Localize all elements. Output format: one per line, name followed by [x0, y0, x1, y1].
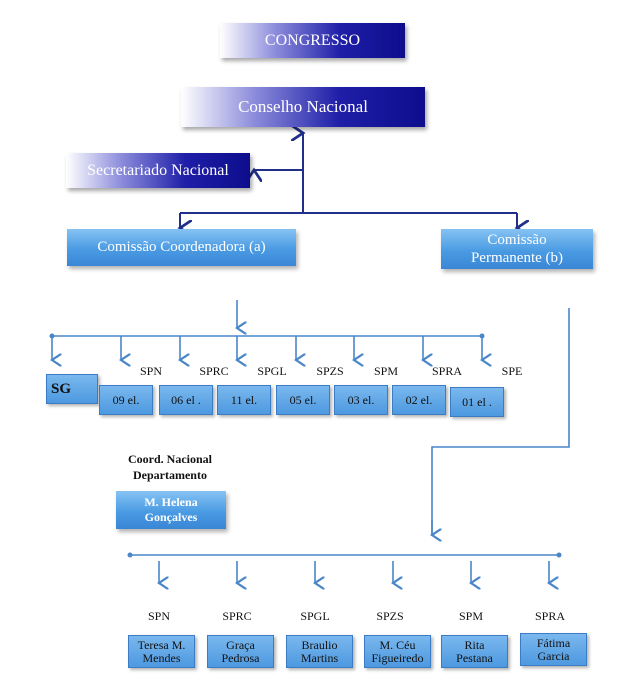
- upper-label-spm: SPM: [373, 364, 399, 378]
- coord-name-line2: Gonçalves: [144, 510, 198, 524]
- sg-label: SG: [51, 380, 72, 397]
- lower-box-spzs: M. Céu Figueiredo: [364, 635, 431, 668]
- comissao-permanente-label-line2: Permanente (b): [470, 250, 564, 266]
- congresso-label: CONGRESSO: [264, 31, 361, 49]
- lower-box-spra-line2: Garcia: [537, 648, 570, 663]
- congresso-box: CONGRESSO: [220, 23, 405, 58]
- lower-label-spn: SPN: [147, 609, 170, 623]
- comissao-coordenadora-label: Comissão Coordenadora (a): [97, 239, 266, 255]
- lower-box-sprc-line1: Graça: [226, 637, 255, 652]
- lower-box-spm: Rita Pestana: [441, 635, 508, 668]
- upper-label-sprc: SPRC: [199, 364, 229, 378]
- lower-box-spgl: Braulio Martins: [286, 635, 353, 668]
- upper-box-spe: 01 el .: [450, 387, 504, 417]
- lower-box-spgl-line1: Braulio: [301, 637, 338, 652]
- lower-box-spn-line2: Mendes: [142, 650, 181, 665]
- lower-box-spzs-line1: M. Céu: [379, 637, 416, 652]
- lower-box-spzs-line2: Figueiredo: [371, 650, 424, 665]
- coord-title-line1: Coord. Nacional: [128, 452, 212, 466]
- upper-box-spe-text: 01 el .: [462, 394, 492, 409]
- comissao-coordenadora-box: Comissão Coordenadora (a): [67, 229, 296, 266]
- conselho-nacional-box: Conselho Nacional: [181, 87, 425, 127]
- lower-box-spra-line1: Fátima: [536, 635, 571, 650]
- lower-box-sprc: Graça Pedrosa: [207, 635, 274, 668]
- secretariado-nacional-box: Secretariado Nacional: [66, 153, 250, 188]
- upper-label-spzs: SPZS: [316, 364, 344, 378]
- lower-label-spra: SPRA: [534, 609, 566, 623]
- upper-box-spra-text: 02 el.: [405, 392, 433, 407]
- upper-label-spra: SPRA: [431, 364, 463, 378]
- upper-label-spe: SPE: [501, 364, 523, 378]
- conselho-nacional-label: Conselho Nacional: [238, 97, 368, 116]
- coord-title: Coord. Nacional Departamento: [110, 451, 230, 483]
- comissao-permanente-box: Comissão Permanente (b): [441, 229, 593, 269]
- upper-box-spgl-text: 11 el.: [230, 392, 258, 407]
- coord-title-line2: Departamento: [133, 468, 207, 482]
- upper-label-spn: SPN: [139, 364, 162, 378]
- upper-box-spm: 03 el.: [334, 385, 388, 415]
- comissao-permanente-label-line1: Comissão: [487, 232, 547, 248]
- lower-box-spm-line1: Rita: [464, 637, 485, 652]
- lower-box-spm-line2: Pestana: [456, 650, 493, 665]
- upper-box-spra: 02 el.: [392, 385, 446, 415]
- lower-box-spra: Fátima Garcia: [520, 633, 587, 666]
- sg-box: SG: [46, 374, 98, 404]
- upper-box-spn-text: 09 el.: [112, 392, 140, 407]
- lower-label-spzs: SPZS: [376, 609, 404, 623]
- upper-box-sprc-text: 06 el .: [171, 392, 201, 407]
- upper-box-sprc: 06 el .: [159, 385, 213, 415]
- upper-box-spzs: 05 el.: [276, 385, 330, 415]
- lower-box-spgl-line2: Martins: [300, 650, 339, 665]
- lower-label-spm: SPM: [458, 609, 484, 623]
- upper-label-spgl: SPGL: [257, 364, 287, 378]
- secretariado-nacional-label: Secretariado Nacional: [87, 161, 229, 179]
- coord-name-box: M. Helena Gonçalves: [116, 491, 226, 529]
- upper-box-spn: 09 el.: [99, 385, 153, 415]
- coord-name-line1: M. Helena: [144, 495, 198, 509]
- lower-box-spn: Teresa M. Mendes: [128, 635, 195, 668]
- upper-box-spzs-text: 05 el.: [289, 392, 317, 407]
- upper-box-spm-text: 03 el.: [347, 392, 375, 407]
- lower-label-spgl: SPGL: [300, 609, 330, 623]
- upper-box-spgl: 11 el.: [217, 385, 271, 415]
- lower-label-sprc: SPRC: [222, 609, 252, 623]
- lower-box-spn-line1: Teresa M.: [137, 637, 186, 652]
- lower-box-sprc-line2: Pedrosa: [221, 650, 260, 665]
